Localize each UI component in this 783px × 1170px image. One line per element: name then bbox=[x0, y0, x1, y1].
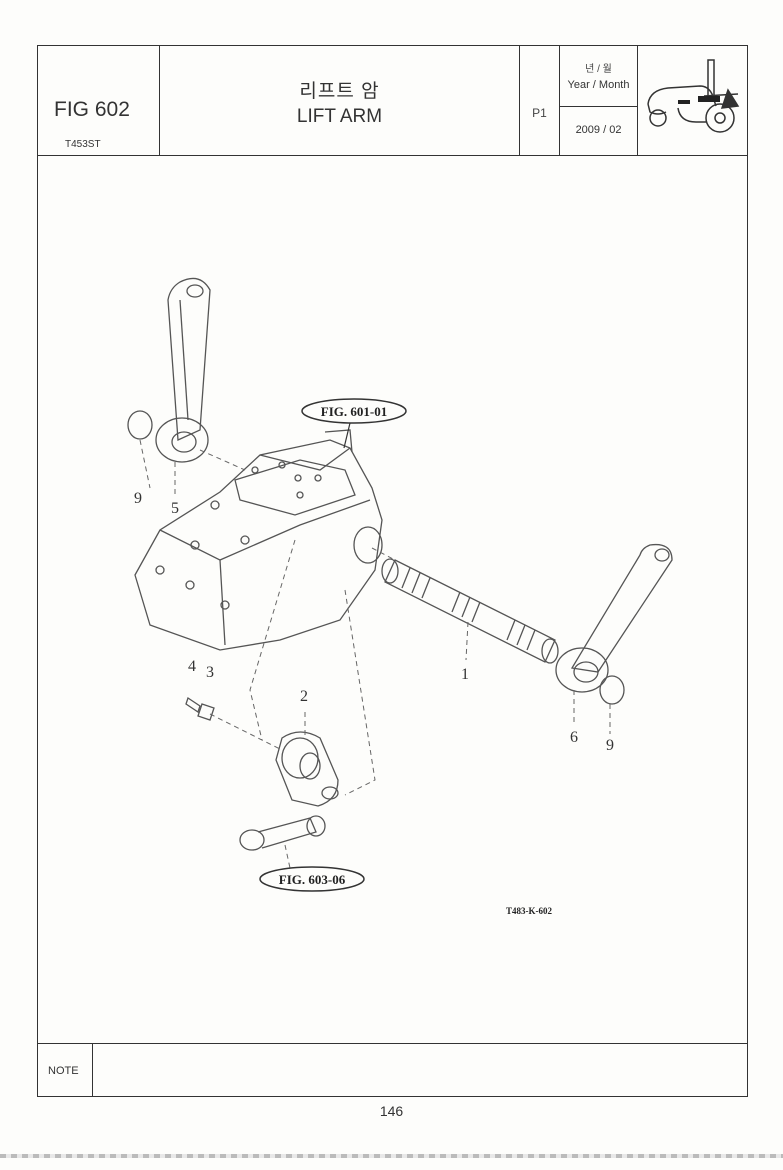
figure-cell: FIG 602 T453ST bbox=[38, 46, 160, 155]
lift-housing bbox=[134, 429, 383, 651]
title-english: LIFT ARM bbox=[296, 106, 383, 127]
assembly-lines bbox=[139, 439, 611, 869]
callout-fig-603: FIG. 603-06 bbox=[259, 866, 365, 892]
note-label: NOTE bbox=[48, 1065, 79, 1077]
model-code: T453ST bbox=[65, 139, 101, 150]
page-number: 146 bbox=[379, 1103, 404, 1119]
lift-arm-right bbox=[555, 543, 673, 693]
date-label-korean: 년 / 월 bbox=[585, 64, 612, 75]
sheet-page: P1 bbox=[532, 106, 547, 120]
part-label-5: 5 bbox=[171, 500, 179, 517]
parts-sheet-frame: FIG 602 T453ST 리프트 암 LIFT ARM P1 년 / 월 Y… bbox=[37, 45, 748, 1097]
bolt bbox=[185, 696, 201, 714]
lift-boss bbox=[275, 731, 339, 807]
date-divider bbox=[560, 106, 637, 107]
drawing-code: T483-K-602 bbox=[506, 906, 552, 916]
callout-fig-601: FIG. 601-01 bbox=[301, 398, 407, 449]
scan-edge bbox=[0, 1154, 783, 1158]
title-block: FIG 602 T453ST 리프트 암 LIFT ARM P1 년 / 월 Y… bbox=[38, 46, 747, 156]
title-cell: 리프트 암 LIFT ARM bbox=[160, 46, 520, 155]
date-value: 2009 / 02 bbox=[575, 124, 622, 136]
ref-fig-601: FIG. 601-01 bbox=[321, 404, 387, 419]
tractor-thumbnail bbox=[638, 46, 747, 155]
note-row: NOTE bbox=[38, 1043, 747, 1097]
part-label-6: 6 bbox=[570, 729, 578, 746]
snap-ring-left bbox=[127, 410, 153, 440]
note-label-cell: NOTE bbox=[38, 1044, 93, 1097]
washer bbox=[197, 703, 215, 721]
lift-arm-left bbox=[155, 277, 211, 463]
ref-fig-603: FIG. 603-06 bbox=[279, 872, 346, 887]
part-label-1: 1 bbox=[461, 666, 469, 683]
snap-ring-right bbox=[599, 675, 625, 705]
part-label-2: 2 bbox=[300, 688, 308, 705]
page-cell: P1 bbox=[520, 46, 560, 155]
part-label-9-right: 9 bbox=[606, 737, 614, 754]
part-label-9-left: 9 bbox=[134, 490, 142, 507]
lift-rod bbox=[239, 815, 326, 851]
part-label-4: 4 bbox=[188, 658, 196, 675]
lift-shaft bbox=[381, 558, 559, 664]
figure-number: FIG 602 bbox=[54, 98, 130, 121]
title-korean: 리프트 암 bbox=[299, 81, 380, 102]
date-cell: 년 / 월 Year / Month 2009 / 02 bbox=[560, 46, 638, 155]
part-label-3: 3 bbox=[206, 664, 214, 681]
date-label-english: Year / Month bbox=[567, 79, 630, 91]
tractor-icon bbox=[647, 59, 740, 133]
